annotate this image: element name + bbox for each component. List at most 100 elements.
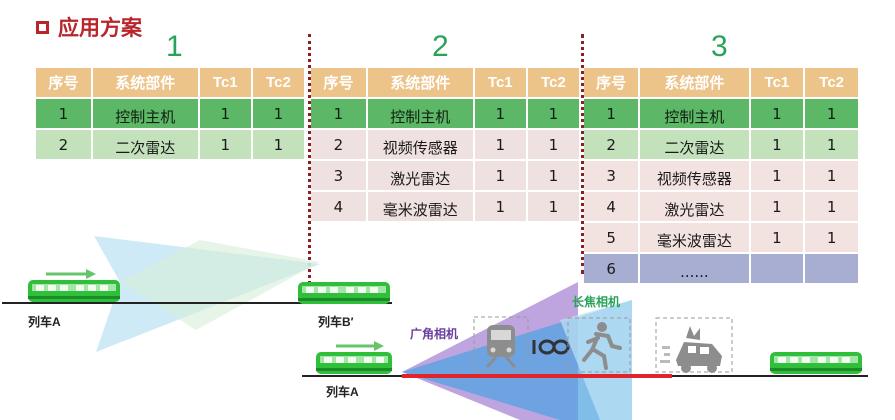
column-header: 序号 (311, 68, 366, 97)
table-cell-no: 2 (311, 130, 366, 159)
table-cell-no: 3 (311, 161, 366, 190)
table-cell-tc2: 1 (805, 99, 858, 128)
arrow-right-icon (46, 269, 96, 279)
table-cell-tc1: 1 (750, 99, 804, 128)
table-cell-tc1: 1 (750, 192, 804, 221)
table-cell-no: 6 (584, 254, 639, 283)
page-title: 应用方案 (36, 12, 142, 42)
train-a-bottom (316, 352, 392, 374)
table-cell-no: 1 (311, 99, 366, 128)
infinity-icon (532, 339, 570, 355)
column-header: 系统部件 (92, 68, 198, 97)
table-cell-tc1: 1 (199, 99, 251, 128)
table-cell-tc2: 1 (252, 99, 304, 128)
train-a-top (28, 280, 120, 302)
table-cell-tc1: 1 (474, 99, 526, 128)
train-front-icon (485, 325, 517, 369)
page-title-text: 应用方案 (58, 16, 142, 40)
table-cell-no: 5 (584, 223, 639, 252)
table-cell-name: 视频传感器 (367, 130, 473, 159)
table-cell-tc1: 1 (474, 161, 526, 190)
table-cell-no: 4 (311, 192, 366, 221)
train-a-bottom-label: 列车A (326, 385, 359, 399)
column-header: Tc2 (527, 68, 579, 97)
table-header-row: 序号 系统部件 Tc1 Tc2 (36, 68, 304, 97)
table-cell-name: ...... (640, 254, 749, 283)
train-b-prime (298, 282, 390, 304)
table-cell-tc2: 1 (805, 192, 858, 221)
table-cell-no: 1 (584, 99, 639, 128)
table-cell-name: 控制主机 (92, 99, 198, 128)
table-cell-no: 2 (36, 130, 91, 159)
table-cell-tc1 (750, 254, 804, 283)
table-cell-tc2: 1 (527, 192, 579, 221)
table-cell-name: 激光雷达 (367, 161, 473, 190)
obstacle-box-train (473, 316, 529, 372)
running-person-icon (582, 322, 622, 370)
train-b-prime-label: 列车B′ (318, 315, 354, 329)
table-cell-no: 4 (584, 192, 639, 221)
sensor-beam-top-green (120, 240, 320, 330)
table-cell-name: 二次雷达 (92, 130, 198, 159)
table-cell-tc2: 1 (252, 130, 304, 159)
table-cell-tc2 (805, 254, 858, 283)
table-cell-tc2: 1 (527, 130, 579, 159)
table-cell-tc2: 1 (805, 223, 858, 252)
table-cell-no: 3 (584, 161, 639, 190)
table-cell-tc1: 1 (750, 130, 804, 159)
table-cell-tc2: 1 (805, 130, 858, 159)
column-header: Tc1 (474, 68, 526, 97)
table-cell-no: 1 (36, 99, 91, 128)
column-header: 序号 (36, 68, 91, 97)
obstacle-box-car (655, 317, 733, 373)
table-cell-tc1: 1 (199, 130, 251, 159)
table-cell-name: 毫米波雷达 (367, 192, 473, 221)
column-header: Tc1 (750, 68, 804, 97)
table-row: 6...... (584, 254, 858, 283)
column-header: Tc1 (199, 68, 251, 97)
table-cell-tc1: 1 (750, 223, 804, 252)
table-cell-tc1: 1 (474, 192, 526, 221)
table-cell-tc2: 1 (805, 161, 858, 190)
table-cell-name: 控制主机 (640, 99, 749, 128)
wide-camera-label: 广角相机 (410, 327, 459, 341)
table-header-row: 序号 系统部件 Tc1 Tc2 (584, 68, 858, 97)
column-header: 系统部件 (367, 68, 473, 97)
square-bullet-icon (36, 20, 49, 34)
table-cell-no: 2 (584, 130, 639, 159)
table-cell-name: 激光雷达 (640, 192, 749, 221)
scheme-number-2: 2 (432, 30, 449, 63)
tele-camera-beam-light (560, 300, 632, 420)
column-header: 系统部件 (640, 68, 749, 97)
table-header-row: 序号 系统部件 Tc1 Tc2 (311, 68, 579, 97)
tele-camera-label: 长焦相机 (572, 295, 621, 309)
obstacle-box-person (567, 317, 631, 373)
table-cell-name: 控制主机 (367, 99, 473, 128)
table-cell-tc2: 1 (527, 99, 579, 128)
car-crash-icon (660, 326, 722, 373)
scheme-divider-2 (581, 34, 584, 274)
table-cell-name: 毫米波雷达 (640, 223, 749, 252)
table-cell-tc2: 1 (527, 161, 579, 190)
scheme-divider-1 (308, 34, 311, 296)
column-header: 序号 (584, 68, 639, 97)
table-cell-name: 视频传感器 (640, 161, 749, 190)
train-oncoming (770, 352, 862, 374)
column-header: Tc2 (252, 68, 304, 97)
table-cell-name: 二次雷达 (640, 130, 749, 159)
scheme-number-3: 3 (711, 30, 728, 63)
